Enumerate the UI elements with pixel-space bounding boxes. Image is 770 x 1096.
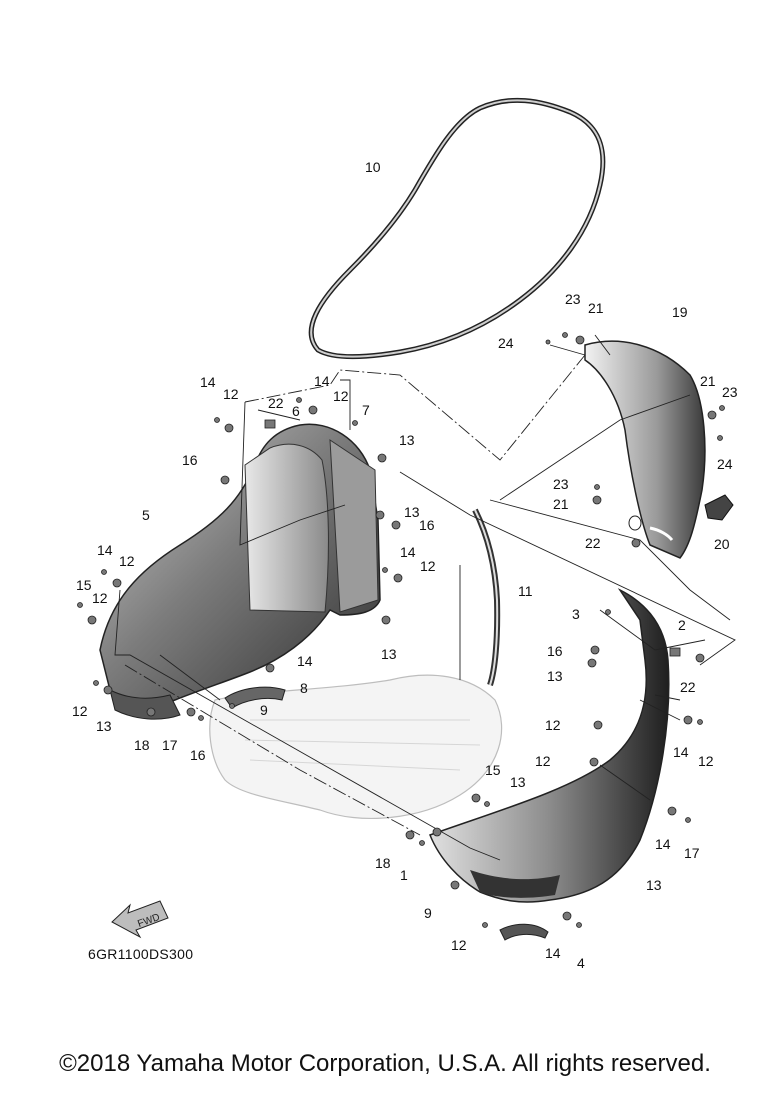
callout-label: 14 — [297, 653, 313, 669]
callout-label: 7 — [362, 402, 370, 418]
callout-label: 12 — [420, 558, 436, 574]
callout-label: 12 — [698, 753, 714, 769]
callout-label: 23 — [565, 291, 581, 307]
callout-label: 21 — [588, 300, 604, 316]
callout-label: 16 — [190, 747, 206, 763]
callout-label: 13 — [547, 668, 563, 684]
callout-label: 19 — [672, 304, 688, 320]
leader-lines — [114, 334, 736, 861]
callout-label: 6 — [292, 403, 300, 419]
callout-label: 14 — [200, 374, 216, 390]
trim-strip-part — [472, 508, 501, 686]
parts-diagram: 10 23 21 19 24 14 12 14 22 6 12 7 13 16 … — [72, 97, 738, 971]
callout-label: 12 — [333, 388, 349, 404]
callout-label: 13 — [510, 774, 526, 790]
callout-labels: 10 23 21 19 24 14 12 14 22 6 12 7 13 16 … — [72, 159, 738, 971]
callout-label: 12 — [223, 386, 239, 402]
bracket-part — [224, 686, 286, 709]
callout-label: 14 — [400, 544, 416, 560]
callout-label: 12 — [72, 703, 88, 719]
callout-label: 12 — [451, 937, 467, 953]
callout-label: 9 — [424, 905, 432, 921]
callout-label: 13 — [381, 646, 397, 662]
callout-label: 14 — [673, 744, 689, 760]
callout-label: 22 — [268, 395, 284, 411]
lower-bracket-part — [499, 923, 549, 941]
callout-label: 13 — [96, 718, 112, 734]
fwd-arrow-icon: FWD — [111, 900, 169, 939]
callout-label: 14 — [655, 836, 671, 852]
callout-label: 12 — [535, 753, 551, 769]
callout-label: 22 — [585, 535, 601, 551]
callout-label: 3 — [572, 606, 580, 622]
callout-label: 11 — [518, 583, 533, 599]
diagram-code: 6GR1100DS300 — [88, 946, 194, 962]
callout-label: 13 — [399, 432, 415, 448]
callout-label: 13 — [646, 877, 662, 893]
clip-part — [704, 494, 734, 521]
callout-label: 14 — [314, 373, 330, 389]
callout-label: 21 — [700, 373, 716, 389]
callout-label: 18 — [375, 855, 391, 871]
seal-ring-part — [308, 97, 606, 360]
callout-label: 8 — [300, 680, 308, 696]
fasteners — [77, 332, 725, 928]
callout-label: 1 — [400, 867, 408, 883]
callout-label: 17 — [162, 737, 178, 753]
callout-label: 13 — [404, 504, 420, 520]
front-upper-cowl-part — [99, 423, 381, 720]
callout-label: 9 — [260, 702, 268, 718]
callout-label: 12 — [92, 590, 108, 606]
callout-label: 14 — [97, 542, 113, 558]
callout-label: 24 — [717, 456, 733, 472]
hull-outline — [209, 674, 503, 820]
callout-label: 23 — [553, 476, 569, 492]
callout-label: 10 — [365, 159, 381, 175]
callout-label: 16 — [182, 452, 198, 468]
callout-label: 20 — [714, 536, 730, 552]
callout-label: 17 — [684, 845, 700, 861]
lower-side-cover-part — [429, 588, 670, 903]
callout-label: 24 — [498, 335, 514, 351]
copyright-notice: ©2018 Yamaha Motor Corporation, U.S.A. A… — [59, 1050, 711, 1077]
callout-label: 16 — [547, 643, 563, 659]
callout-label: 4 — [577, 955, 585, 971]
callout-label: 15 — [76, 577, 92, 593]
callout-label: 18 — [134, 737, 150, 753]
callout-label: 14 — [545, 945, 561, 961]
callout-label: 16 — [419, 517, 435, 533]
rear-side-panel-part — [584, 340, 706, 559]
callout-label: 21 — [553, 496, 569, 512]
callout-label: 15 — [485, 762, 501, 778]
callout-label: 12 — [119, 553, 135, 569]
callout-label: 22 — [680, 679, 696, 695]
callout-label: 5 — [142, 507, 150, 523]
callout-label: 23 — [722, 384, 738, 400]
callout-label: 12 — [545, 717, 561, 733]
callout-label: 2 — [678, 617, 686, 633]
